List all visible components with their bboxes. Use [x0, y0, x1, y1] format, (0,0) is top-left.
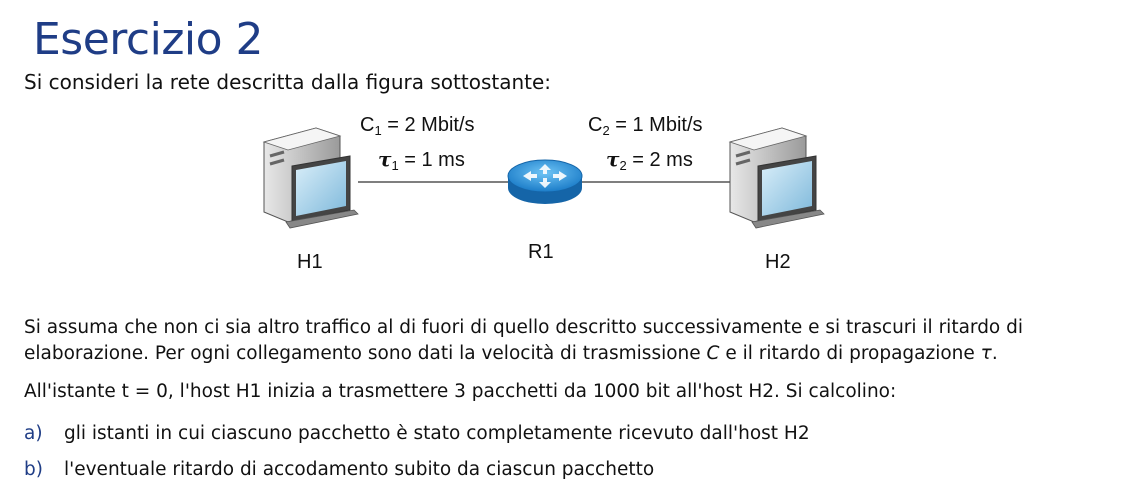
host-h1-icon	[262, 127, 359, 229]
item-text: gli istanti in cui ciascuno pacchetto è …	[64, 423, 810, 444]
item-text: l'eventuale ritardo di accodamento subit…	[64, 459, 655, 480]
router-r1-label: R1	[528, 241, 554, 263]
network-links	[358, 181, 732, 183]
link1-capacity-label: C1 = 2 Mbit/s	[360, 114, 475, 138]
page-title: Esercizio 2	[33, 14, 264, 65]
network-figure: C1 = 2 Mbit/s τ1 = 1 ms C2 = 1 Mbit/s τ2…	[230, 108, 870, 280]
question-item-a: a) gli istanti in cui ciascuno pacchetto …	[24, 421, 810, 447]
link2-capacity-label: C2 = 1 Mbit/s	[588, 114, 703, 138]
link1-delay-label: τ1 = 1 ms	[378, 147, 465, 173]
intro-text: Si consideri la rete descritta dalla fig…	[24, 70, 552, 94]
item-marker: a)	[24, 423, 43, 444]
problem-paragraph: All'istante t = 0, l'host H1 inizia a tr…	[24, 381, 897, 402]
host-h2-icon	[728, 127, 825, 229]
question-item-b: b) l'eventuale ritardo di accodamento sub…	[24, 457, 654, 483]
link2-delay-label: τ2 = 2 ms	[606, 147, 693, 173]
host-h1-label: H1	[297, 251, 323, 273]
assumption-paragraph: Si assuma che non ci sia altro traffico …	[24, 317, 1024, 364]
router-r1-icon	[507, 159, 583, 204]
host-h2-label: H2	[765, 251, 791, 273]
item-marker: b)	[24, 459, 43, 480]
